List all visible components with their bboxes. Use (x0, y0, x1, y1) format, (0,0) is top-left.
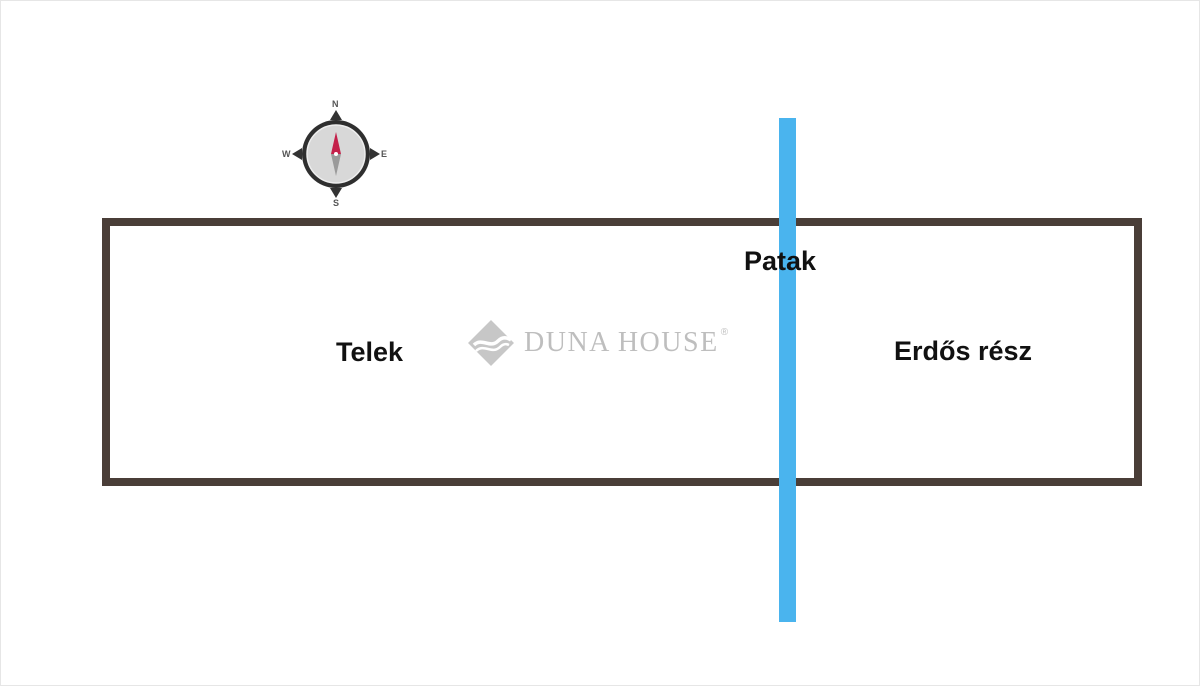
compass-rose: N S W E (276, 96, 396, 212)
compass-icon (292, 110, 380, 198)
compass-south-label: S (333, 198, 340, 208)
label-patak: Patak (744, 246, 817, 276)
plot-boundary (102, 218, 1142, 486)
registered-mark: ® (720, 327, 730, 338)
watermark-text: DUNA HOUSE® (524, 327, 730, 358)
label-erdos-resz: Erdős rész (894, 336, 1033, 366)
duna-house-logo-icon (468, 320, 514, 366)
compass-north-label: N (332, 99, 339, 109)
compass-east-label: E (381, 149, 388, 159)
duna-house-watermark: DUNA HOUSE® (466, 318, 730, 368)
stream-line (779, 118, 796, 622)
label-telek: Telek (336, 337, 404, 367)
compass-west-label: W (282, 149, 291, 159)
